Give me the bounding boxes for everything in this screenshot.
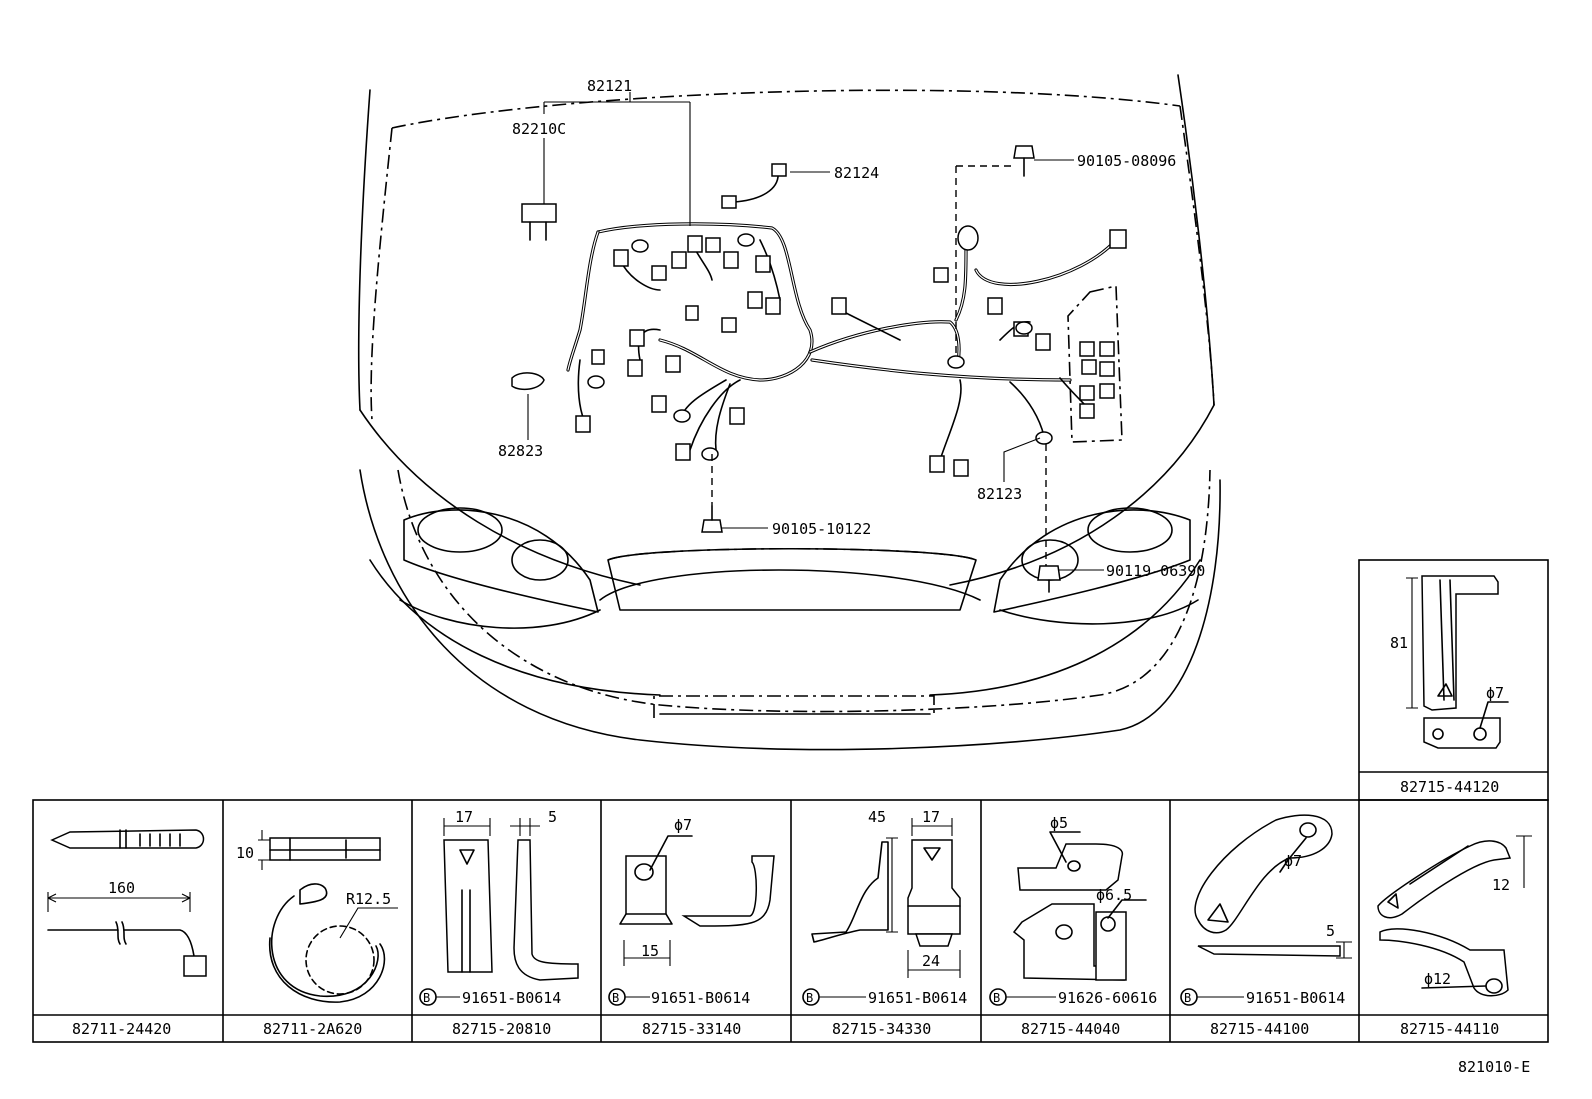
part-drawing-82715-44110: 12 ϕ12 bbox=[1377, 835, 1532, 997]
dim-text: 5 bbox=[1326, 922, 1335, 940]
label-90105-10122: 90105-10122 bbox=[772, 520, 871, 538]
part-number: 82715-44120 bbox=[1400, 778, 1499, 796]
bolt-number: 91651-B0614 bbox=[868, 989, 967, 1007]
dim-text: 12 bbox=[1492, 876, 1510, 894]
part-number: 82715-44040 bbox=[1021, 1020, 1120, 1038]
part-drawing-82715-20810: 17 5 bbox=[443, 808, 579, 981]
part-number: 82711-24420 bbox=[72, 1020, 171, 1038]
bolt-symbol: B bbox=[423, 991, 430, 1005]
bolt-symbol: B bbox=[612, 991, 619, 1005]
label-82124: 82124 bbox=[834, 164, 879, 182]
dim-text: ϕ7 bbox=[1284, 852, 1302, 870]
bolt-symbol: B bbox=[1184, 991, 1191, 1005]
bolt-symbol: B bbox=[993, 991, 1000, 1005]
bolt-number: 91651-B0614 bbox=[1246, 989, 1345, 1007]
dim-text: 15 bbox=[641, 942, 659, 960]
part-number: 82715-44110 bbox=[1400, 1020, 1499, 1038]
label-90105-08096: 90105-08096 bbox=[1077, 152, 1176, 170]
part-drawing-82715-44040: ϕ5 ϕ6.5 bbox=[1012, 814, 1147, 981]
part-drawing-82711-2A620: 10 R12.5 bbox=[236, 830, 398, 1003]
label-82210c: 82210C bbox=[512, 120, 566, 138]
dim-text: 45 bbox=[868, 808, 886, 826]
label-82123: 82123 bbox=[977, 485, 1022, 503]
bolt-callouts: B 91651-B0614 B 91651-B0614 B 91651-B061… bbox=[419, 988, 1345, 1007]
sensor-icon bbox=[511, 372, 545, 391]
bolt-icon bbox=[701, 145, 1061, 593]
part-drawing-82715-34330: 45 17 24 bbox=[811, 808, 961, 978]
dim-text: 81 bbox=[1390, 634, 1408, 652]
part-drawing-82711-24420: 160 bbox=[47, 829, 207, 977]
dim-text: 10 bbox=[236, 844, 254, 862]
bolt-number: 91651-B0614 bbox=[462, 989, 561, 1007]
dim-text: ϕ12 bbox=[1424, 970, 1451, 988]
bolt-number: 91626-60616 bbox=[1058, 989, 1157, 1007]
dim-text: ϕ5 bbox=[1050, 814, 1068, 832]
dim-text: 17 bbox=[455, 808, 473, 826]
label-82121: 82121 bbox=[587, 77, 632, 95]
dim-text: R12.5 bbox=[346, 890, 391, 908]
part-number: 82715-34330 bbox=[832, 1020, 931, 1038]
part-numbers: 82711-24420 82711-2A620 82715-20810 8271… bbox=[72, 778, 1499, 1038]
relay-icon bbox=[521, 203, 557, 241]
parts-table bbox=[32, 559, 1549, 1043]
part-number: 82715-20810 bbox=[452, 1020, 551, 1038]
part-number: 82715-44100 bbox=[1210, 1020, 1309, 1038]
label-90119-06390: 90119-06390 bbox=[1106, 562, 1205, 580]
vehicle-outline bbox=[357, 74, 1221, 751]
part-drawing-82715-44100: ϕ7 5 bbox=[1194, 814, 1352, 959]
bolt-number: 91651-B0614 bbox=[651, 989, 750, 1007]
dim-text: ϕ6.5 bbox=[1096, 886, 1132, 904]
bolt-symbol: B bbox=[806, 991, 813, 1005]
dim-text: 5 bbox=[548, 808, 557, 826]
dim-text: ϕ7 bbox=[1486, 684, 1504, 702]
dim-text: 17 bbox=[922, 808, 940, 826]
part-drawing-82715-33140: ϕ7 15 bbox=[619, 816, 775, 966]
part-number: 82715-33140 bbox=[642, 1020, 741, 1038]
dim-text: 160 bbox=[108, 879, 135, 897]
harness-connectors bbox=[575, 163, 1127, 477]
leader-lines bbox=[527, 92, 1104, 571]
dim-text: ϕ7 bbox=[674, 816, 692, 834]
label-82823: 82823 bbox=[498, 442, 543, 460]
part-drawing-82715-44120: ϕ7 81 bbox=[1390, 575, 1509, 749]
diagram-id: 821010-E bbox=[1458, 1058, 1530, 1076]
dim-text: 24 bbox=[922, 952, 940, 970]
part-number: 82711-2A620 bbox=[263, 1020, 362, 1038]
wire-harness bbox=[566, 171, 1118, 461]
